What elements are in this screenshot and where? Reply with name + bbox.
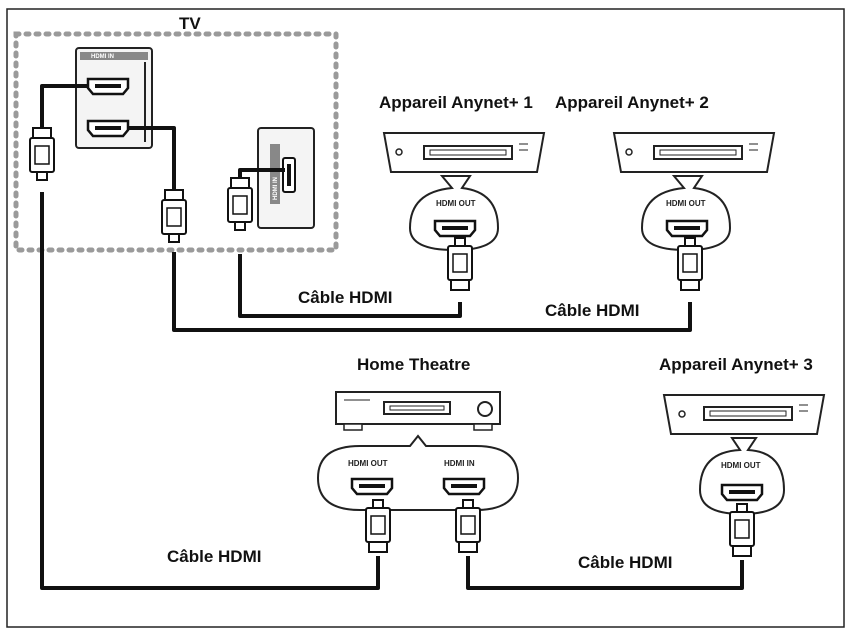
tv-hdmi-port-2 [86,119,130,138]
home-theatre-out-label: HDMI OUT [348,459,388,468]
tv-hdmi-in-label: HDMI IN [91,54,114,60]
cable-label-device2: Câble HDMI [545,301,639,320]
plug-tv-side [227,177,253,231]
device3-label: Appareil Anynet+ 3 [659,355,813,374]
tv-side-panel: HDMI IN [257,127,315,229]
cable-tv-port1-stub [40,84,88,130]
device2-hdmi-out-port [665,219,709,238]
device1-hdmi-out-port [433,219,477,238]
cable-tv-port2-stub [128,126,176,190]
cable-label-device1: Câble HDMI [298,288,392,307]
cable-label-device3: Câble HDMI [578,553,672,572]
home-theatre-in-plug [455,499,481,553]
tv-rear-panel: HDMI IN [75,47,153,149]
home-theatre-hdmi-in-port [442,477,486,496]
home-theatre: HDMI OUT HDMI IN [316,391,520,553]
device1-plug [447,237,473,291]
cable-label-home-theatre: Câble HDMI [167,547,261,566]
home-theatre-label: Home Theatre [357,355,470,374]
device2-label: Appareil Anynet+ 2 [555,93,709,112]
cable-tv-to-home-theatre [40,192,380,590]
plug-tv-left [29,127,55,181]
device1: HDMI OUT [382,132,546,291]
plug-tv-middle [161,189,187,243]
tv-label: TV [179,14,201,33]
cables [40,84,744,590]
device1-port-label: HDMI OUT [436,199,476,208]
device2-plug [677,237,703,291]
cable-tv-to-device1 [238,254,462,318]
device2: HDMI OUT [612,132,776,291]
outer-frame [6,8,845,628]
home-theatre-in-label: HDMI IN [444,459,475,468]
home-theatre-out-plug [365,499,391,553]
device3-plug [729,503,755,557]
device3: HDMI OUT [662,394,826,557]
device2-port-label: HDMI OUT [666,199,706,208]
device3-hdmi-out-port [720,483,764,502]
cable-tv-side-stub [238,168,285,178]
device3-port-label: HDMI OUT [721,461,761,470]
tv-area-outline [13,31,339,253]
home-theatre-hdmi-out-port [350,477,394,496]
tv-hdmi-port-1 [86,77,130,96]
cable-tv-to-device2 [172,252,692,332]
cable-home-theatre-to-device3 [466,556,744,590]
tv-side-port-label: HDMI IN [273,177,279,200]
device1-label: Appareil Anynet+ 1 [379,93,533,112]
